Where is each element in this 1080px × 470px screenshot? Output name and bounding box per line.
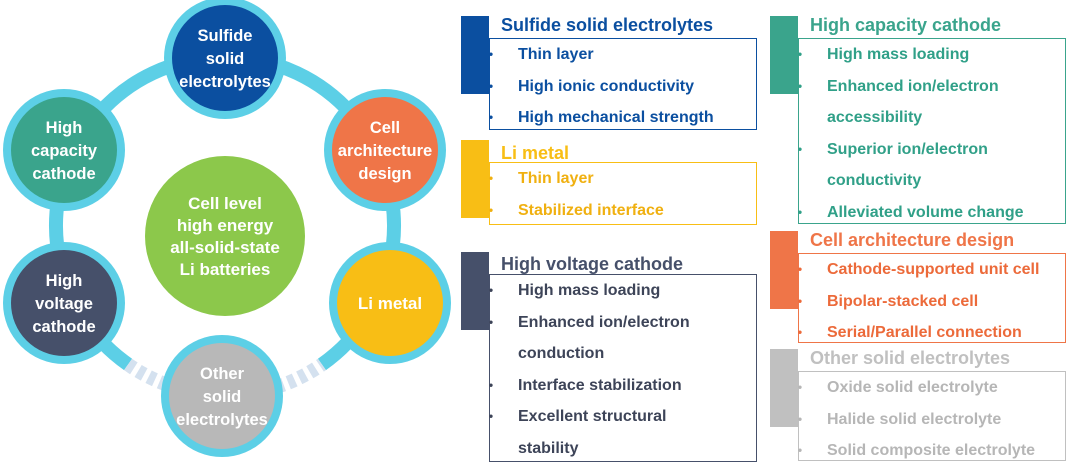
panel-title: Other solid electrolytes [810,348,1011,368]
bullet-list: •Oxide solid electrolyte •Halide solid e… [797,372,1065,467]
bullet-list: •High mass loading •Enhanced ion/electro… [797,39,1065,228]
panel-box: •Cathode-supported unit cell •Bipolar-st… [798,253,1066,343]
bullet-item: •Bipolar-stacked cell [797,292,979,310]
panel-title: Li metal [501,143,570,163]
panel-other-solid-electrolytes: Other solid electrolytes •Oxide solid el… [770,348,1066,461]
hub-label-line: high energy [177,216,274,235]
li-metal-node: Li metal [329,242,451,364]
bullet-item: •Stabilized interface [488,201,664,219]
bullet-item: •Cathode-supported unit cell [797,261,1040,278]
panel-color-bar [461,252,489,330]
other-solid-electrolytes-node: Other solid electrolytes [161,335,283,457]
cell-architecture-design-node: Cell architecture design [324,89,446,211]
hub-label-line: all-solid-state [170,238,280,257]
hub-label-line: Cell level [188,194,262,213]
sulfide-solid-electrolytes-node: Sulfide solid electrolytes [164,0,286,119]
panel-color-bar [770,16,798,94]
panel-box: •High mass loading •Enhanced ion/electro… [798,38,1066,224]
node-label-line: Cell [370,119,400,137]
bullet-item: •Superior ion/electron conductivity [797,140,988,190]
node-label-line: voltage [35,295,93,313]
node-label-line: Li metal [358,294,422,313]
node-label-line: cathode [32,165,95,183]
panel-title: High capacity cathode [810,15,1002,35]
bullet-item: •Excellent structural stability [488,408,667,457]
panel-color-bar [770,349,798,427]
bullet-list: •Thin layer •Stabilized interface [488,163,756,226]
bullet-item: •Serial/Parallel connection [797,324,1022,341]
panel-title: Cell architecture design [810,230,1015,250]
bullet-item: •High ionic conductivity [488,77,695,95]
panel-sulfide-solid-electrolytes: Sulfide solid electrolytes •Thin layer •… [461,15,757,130]
node-label-line: High [46,272,83,290]
panel-color-bar [770,231,798,309]
hub-circle [145,156,305,316]
panel-box: •High mass loading •Enhanced ion/electro… [489,274,757,462]
node-label-line: cathode [32,318,95,336]
bullet-item: •High mass loading [488,282,661,299]
node-label-line: solid [206,50,245,68]
node-label-line: capacity [31,142,98,160]
bullet-item: •Enhanced ion/electron conduction [488,313,690,363]
panel-box: •Oxide solid electrolyte •Halide solid e… [798,371,1066,461]
panel-title: Sulfide solid electrolytes [501,15,714,35]
bullet-list: •High mass loading •Enhanced ion/electro… [488,275,756,464]
node-fill [11,250,117,356]
bullet-item: •Thin layer [488,46,594,63]
node-label-line: Sulfide [197,27,252,45]
bullet-list: •Cathode-supported unit cell •Bipolar-st… [797,254,1065,349]
hub-label-line: Li batteries [180,260,271,279]
node-label-line: electrolytes [179,73,271,91]
bullet-item: •Oxide solid electrolyte [797,379,998,396]
node-label-line: solid [203,388,242,406]
node-fill [332,97,438,203]
node-label-line: Other [200,365,245,383]
high-voltage-cathode-node: High voltage cathode [3,242,125,364]
node-label-line: electrolytes [176,411,268,429]
high-capacity-cathode-node: High capacity cathode [3,89,125,211]
bullet-item: •Enhanced ion/electron accessibility [797,77,999,127]
node-label-line: design [358,165,411,183]
panel-li-metal: Li metal •Thin layer •Stabilized interfa… [461,140,757,225]
panel-title: High voltage cathode [501,254,684,274]
bullet-item: •High mechanical strength [488,109,714,126]
panel-box: •Thin layer •High ionic conductivity •Hi… [489,38,757,130]
bullet-item: •High mass loading [797,46,970,63]
node-label-line: architecture [338,142,432,160]
ring-connector-dashed [124,358,326,402]
bullet-item: •Solid composite electrolyte [797,442,1036,459]
panel-box: •Thin layer •Stabilized interface [489,162,757,225]
panel-color-bar [461,16,489,94]
panel-high-capacity-cathode: High capacity cathode •High mass loading… [770,15,1066,224]
node-fill [172,5,278,111]
bullet-list: •Thin layer •High ionic conductivity •Hi… [488,39,756,134]
bullet-item: •Interface stabilization [488,376,682,394]
panel-color-bar [461,140,489,218]
node-fill [337,250,443,356]
bullet-item: •Thin layer [488,170,594,187]
cycle-diagram: Cell level high energy all-solid-state Li b… [3,0,451,457]
bullet-item: •Halide solid electrolyte [797,410,1002,428]
panel-cell-architecture-design: Cell architecture design •Cathode-suppor… [770,230,1066,343]
bullet-item: •Alleviated volume change [797,203,1024,221]
node-label-line: High [46,119,83,137]
node-fill [169,343,275,449]
node-fill [11,97,117,203]
panel-high-voltage-cathode: High voltage cathode •High mass loading … [461,252,757,462]
